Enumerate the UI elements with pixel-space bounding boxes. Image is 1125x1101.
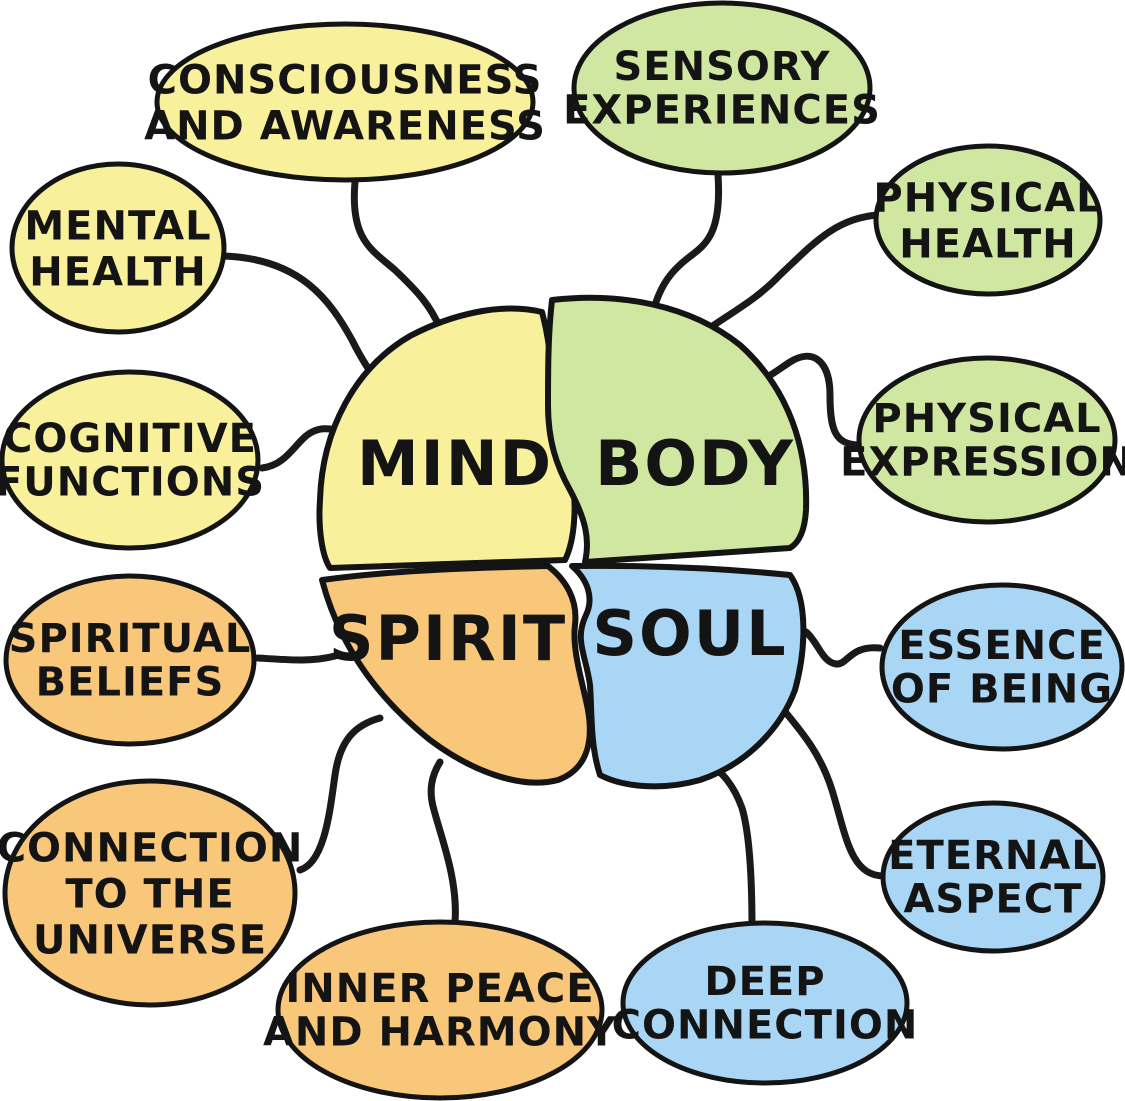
spirit-quadrant	[319, 563, 593, 786]
bubble-label-eternal: ASPECT	[903, 877, 1082, 923]
bubble-label-physical-health: HEALTH	[899, 221, 1076, 267]
bubble-label-essence: ESSENCE	[898, 623, 1106, 669]
connector-spiritual-beliefs	[254, 652, 339, 664]
bubble-shape-deep-connection	[620, 920, 910, 1086]
connector-physical-health	[710, 211, 882, 329]
bubble-label-deep-connection: DEEP	[704, 959, 825, 1005]
bubble-label-consciousness: AND AWARENESS	[144, 103, 546, 149]
bubble-label-inner-peace: INNER PEACE	[285, 966, 594, 1012]
connector-essence	[802, 628, 884, 668]
connector-sensory	[652, 171, 723, 306]
connector-consciousness	[350, 178, 444, 332]
bubble-label-universe: UNIVERSE	[33, 917, 267, 963]
bubble-label-mental-health: HEALTH	[29, 249, 206, 295]
bubble-label-consciousness: CONSCIOUSNESS	[148, 57, 543, 103]
bubble-label-cognitive: COGNITIVE	[3, 416, 257, 462]
connector-deep-connection	[701, 754, 756, 932]
bubble-label-essence: OF BEING	[891, 667, 1113, 713]
bubble-label-deep-connection: CONNECTION	[612, 1003, 919, 1049]
bubble-label-mental-health: MENTAL	[24, 203, 211, 249]
bubble-shape-eternal	[880, 800, 1106, 954]
core-quadrants: MIND BODY SPIRIT SOUL	[316, 294, 810, 790]
connector-inner-peace	[427, 758, 459, 926]
bubble-shape-spiritual-beliefs	[3, 573, 257, 747]
mind-label: MIND	[357, 427, 553, 500]
bubble-label-universe: TO THE	[65, 871, 234, 917]
body-quadrant	[545, 294, 810, 565]
bubble-label-physical-health: PHYSICAL	[873, 175, 1102, 221]
bubble-label-cognitive: FUNCTIONS	[0, 460, 265, 506]
bubble-label-physical-expression: EXPRESSION	[840, 440, 1125, 486]
bubble-shape-inner-peace	[275, 919, 605, 1101]
bubble-shape-cognitive	[0, 369, 261, 551]
bubble-shape-universe	[2, 778, 298, 1008]
connector-physical-expression	[758, 352, 864, 449]
bubble-label-spiritual-beliefs: SPIRITUAL	[9, 616, 252, 662]
connector-lines	[218, 171, 888, 932]
bubble-label-spiritual-beliefs: BELIEFS	[36, 660, 225, 706]
bubble-shape-physical-expression	[856, 355, 1118, 525]
body-label: BODY	[595, 427, 795, 500]
bubble-label-physical-expression: PHYSICAL	[872, 396, 1101, 442]
bubble-label-sensory: EXPERIENCES	[563, 88, 881, 134]
connector-universe	[296, 714, 384, 874]
bubble-label-sensory: SENSORY	[614, 44, 831, 90]
bubble-label-inner-peace: AND HARMONY	[263, 1010, 617, 1056]
connector-mental-health	[218, 252, 382, 386]
bubble-label-eternal: ETERNAL	[888, 833, 1098, 879]
soul-label: SOUL	[592, 597, 787, 670]
bubble-shape-sensory	[571, 0, 873, 176]
soul-quadrant	[569, 562, 807, 790]
connector-eternal	[778, 704, 888, 880]
bubble-shape-consciousness	[154, 21, 536, 183]
bubble-shape-mental-health	[9, 161, 227, 335]
bubble-shape-essence	[879, 582, 1125, 752]
bubble-shape-physical-health	[873, 143, 1103, 297]
bubble-label-universe: CONNECTION	[0, 825, 303, 871]
spirit-label: SPIRIT	[329, 602, 567, 675]
